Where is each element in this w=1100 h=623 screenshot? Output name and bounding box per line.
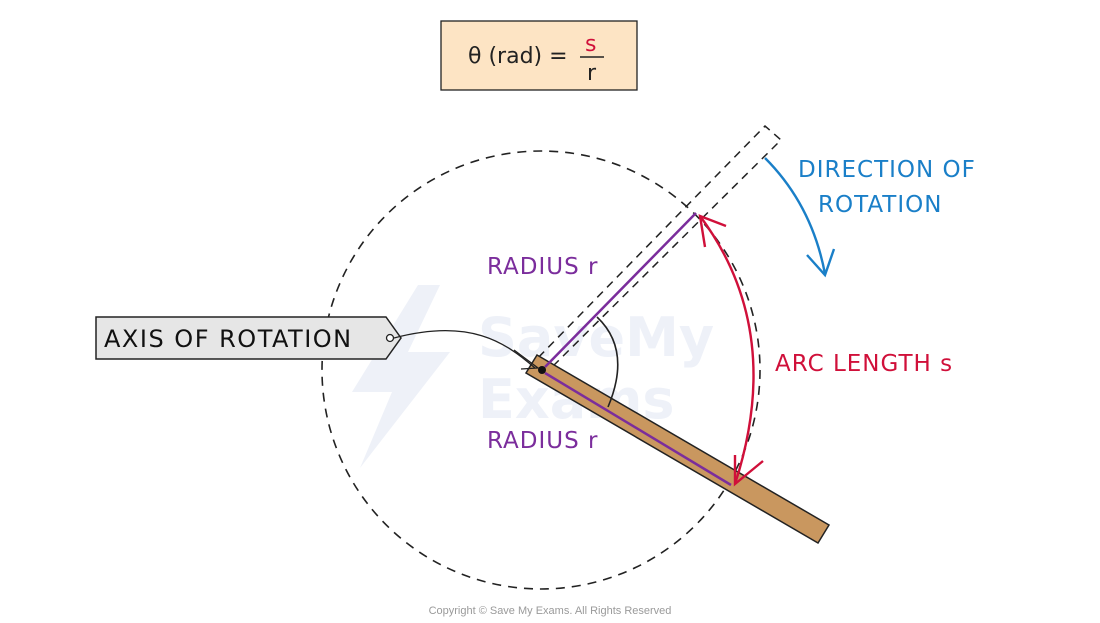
radius-label-lower: RADIUS r [487,428,598,454]
axis-tag-hole-icon [385,333,395,343]
arc-arrowhead-top-icon [698,214,727,248]
axis-tag: AXIS OF ROTATION [95,316,540,370]
arc-arrowhead-bottom-icon [733,455,764,487]
axis-tag-pointer-icon [513,349,540,370]
arc-length-arrow [698,214,764,487]
radius-line-lower [544,371,732,487]
radius-line-upper [544,212,697,368]
axis-tag-label: AXIS OF ROTATION [104,325,353,353]
formula-box-background [440,20,638,91]
direction-label-line2: ROTATION [818,192,942,218]
angle-arc [596,316,619,408]
axis-tag-shape [95,316,402,360]
direction-label-line1: DIRECTION OF [798,157,976,183]
formula-lhs: θ (rad) = [468,44,568,69]
formula-numerator: s [585,32,596,57]
arc-length-label: ARC LENGTH s [775,351,953,377]
direction-curve [764,157,827,275]
rod-outline-upper [529,124,783,375]
direction-arrowhead-icon [806,248,836,278]
formula-denominator: r [587,61,597,86]
pivot-point [538,366,546,374]
radius-label-upper: RADIUS r [487,254,598,280]
formula-box: θ (rad) = s r [440,20,638,91]
copyright-notice: Copyright © Save My Exams. All Rights Re… [429,605,672,617]
arc-length-curve [699,215,755,485]
direction-arrow [764,157,836,278]
watermark-bolt-icon [352,285,450,468]
axis-tag-string [393,330,536,369]
rod-lower [524,353,831,545]
rotation-circle [321,150,761,590]
